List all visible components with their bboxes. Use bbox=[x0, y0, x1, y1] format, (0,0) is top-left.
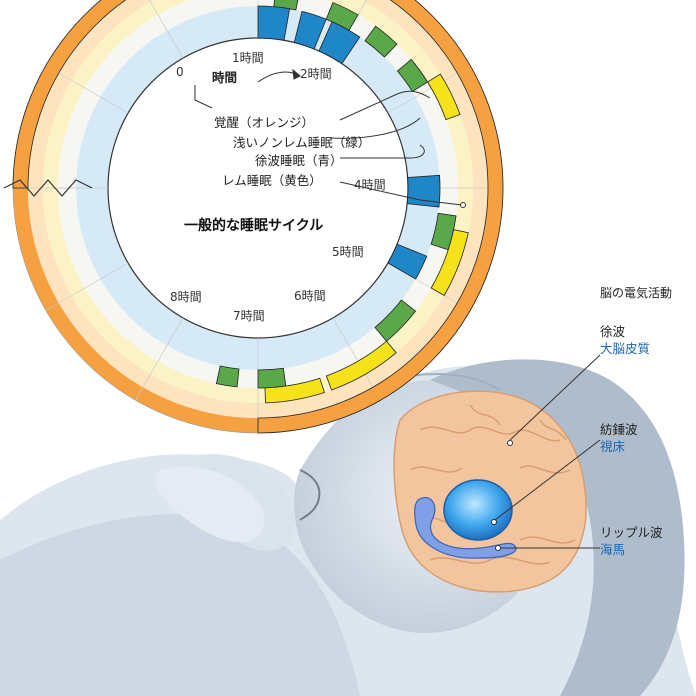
legend-leader-lines bbox=[194, 68, 466, 208]
diagram-title: 一般的な睡眠サイクル bbox=[184, 218, 324, 234]
stage-arc-awake bbox=[12, 0, 504, 434]
stage-arc-slow-wave bbox=[387, 243, 428, 280]
hour-label-7: 7時間 bbox=[233, 309, 265, 323]
wave-ripple: リップル波 bbox=[600, 525, 663, 540]
hour-label-2: 2時間 bbox=[300, 67, 332, 81]
sleep-cycle-ring bbox=[3, 0, 504, 434]
wave-spindle: 紡錘波 bbox=[600, 422, 638, 437]
stage-arc-slow-wave bbox=[293, 10, 327, 50]
stage-arc-rem bbox=[264, 377, 325, 404]
hour-label-6: 6時間 bbox=[294, 289, 326, 303]
stage-arc-slow-wave bbox=[257, 5, 291, 41]
legend-light-nrem: 浅いノンレム睡眠（緑） bbox=[233, 135, 371, 150]
hour-spoke bbox=[332, 317, 381, 401]
stage-arc-light-nrem bbox=[430, 212, 457, 251]
hour-label-5: 5時間 bbox=[332, 245, 364, 259]
hour-spoke bbox=[45, 262, 129, 311]
direction-label: 時間 bbox=[212, 70, 238, 85]
stage-arc-light-nrem bbox=[257, 367, 287, 389]
hour-label-1: 1時間 bbox=[232, 51, 264, 65]
hour-label-4: 4時間 bbox=[354, 178, 386, 192]
legend-awake: 覚醒（オレンジ） bbox=[214, 115, 315, 130]
stage-arc-rem bbox=[427, 73, 461, 121]
hour-spoke bbox=[135, 317, 184, 401]
region-hippocampus: 海馬 bbox=[600, 542, 626, 557]
region-cortex: 大脳皮質 bbox=[600, 341, 651, 356]
brain-heading: 脳の電気活動 bbox=[600, 286, 673, 300]
hippocampus-shape bbox=[414, 497, 517, 559]
hour-label-8: 8時間 bbox=[170, 290, 202, 304]
hour-label-0: 0 bbox=[176, 65, 184, 79]
legend-rem: レム睡眠（黄色） bbox=[222, 173, 322, 188]
region-thalamus: 視床 bbox=[600, 439, 626, 454]
hour-spoke bbox=[45, 65, 129, 114]
hour-spoke bbox=[387, 65, 471, 114]
legend-slow-wave: 徐波睡眠（青） bbox=[255, 153, 343, 168]
stage-arc-slow-wave bbox=[318, 21, 361, 65]
thalamus-shape bbox=[443, 479, 513, 541]
stage-arc-light-nrem bbox=[374, 299, 417, 342]
stage-arc-rem bbox=[430, 229, 469, 297]
wave-slow: 徐波 bbox=[600, 324, 626, 339]
ring-break-mark bbox=[3, 179, 93, 197]
stage-arc-light-nrem bbox=[215, 365, 240, 388]
stage-arc-rem bbox=[325, 340, 397, 391]
pointer-lines bbox=[491, 354, 601, 551]
hour-spoke bbox=[149, 0, 184, 59]
stage-arc-light-nrem bbox=[364, 25, 398, 58]
